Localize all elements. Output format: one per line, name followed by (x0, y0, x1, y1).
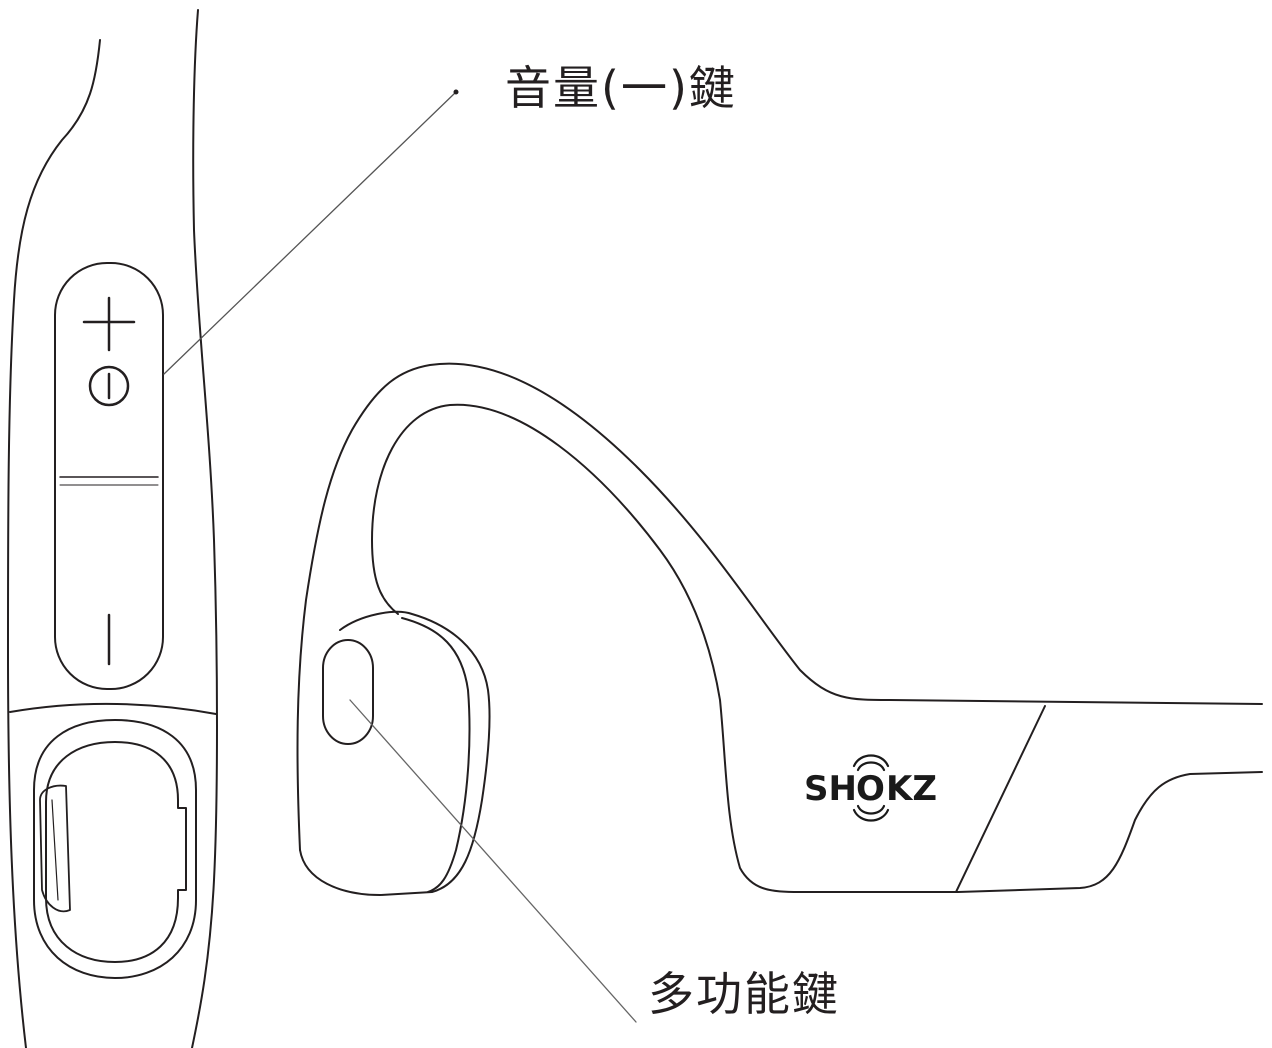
volume-minus-key-label: 音量(一)鍵 (505, 61, 737, 115)
logo-text-right: KZ (886, 769, 937, 809)
band-right-edge (191, 9, 218, 1048)
charging-port-latch (39, 784, 71, 913)
earhook-inner (371, 403, 959, 893)
band-seam (955, 705, 1046, 893)
volume-leader-line (163, 91, 457, 375)
plus-icon (82, 296, 136, 352)
shokz-logo: SH O KZ (804, 754, 937, 822)
logo-wave-top (856, 761, 886, 772)
logo-text-left: SH (804, 769, 857, 809)
multifunction-leader-line (349, 699, 637, 1023)
band-lower (957, 771, 1263, 893)
control-side-closeup (7, 9, 218, 1048)
ear-pod (299, 610, 491, 896)
volume-leader-dot (453, 89, 459, 95)
charging-port-outer (33, 719, 197, 979)
charging-port-inner (45, 741, 187, 963)
logo-text-middle: O (856, 769, 885, 809)
logo-wave-bottom (856, 804, 886, 815)
ear-pod-inner (401, 617, 471, 893)
band-left-edge (7, 39, 101, 1048)
volume-button (54, 262, 164, 690)
multifunction-key-label: 多功能鍵 (648, 967, 840, 1021)
band-separator (9, 702, 217, 715)
power-icon (88, 365, 130, 407)
headphone-body (296, 362, 1263, 896)
multifunction-button (322, 639, 374, 745)
earhook-outer (296, 362, 1263, 851)
